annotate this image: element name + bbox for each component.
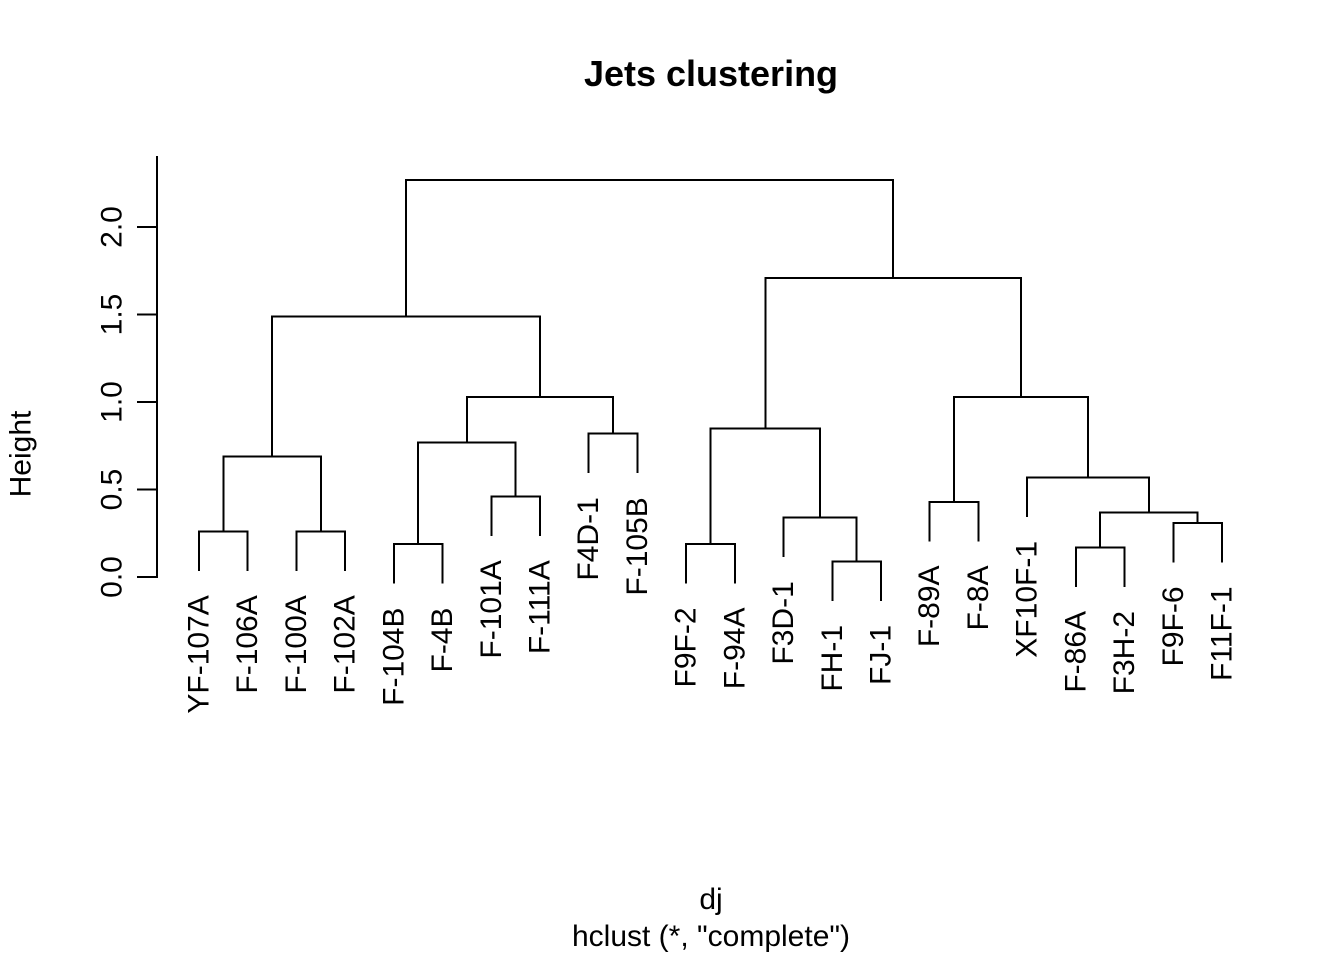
leaf-label-f-94a: F-94A: [718, 607, 751, 689]
leaf-label-f-89a: F-89A: [913, 565, 946, 647]
cluster-link: [1099, 511, 1199, 548]
xlab-line-method: hclust (*, "complete"): [571, 920, 851, 953]
leaf-label-fh-1: FH-1: [816, 625, 849, 692]
leaf-label-f-101a: F-101A: [475, 560, 508, 658]
cluster-link: [465, 395, 615, 443]
cluster-link: [587, 432, 639, 474]
x-axis-caption: dj hclust (*, "complete"): [157, 881, 1265, 955]
leaf-label-xf10f-1: XF10F-1: [1011, 541, 1044, 658]
cluster-link: [928, 500, 980, 542]
cluster-link: [490, 495, 541, 537]
leaf-label-f-104b: F-104B: [377, 607, 410, 705]
leaf-label-f-86a: F-86A: [1059, 611, 1092, 693]
leaf-label-f-105b: F-105B: [621, 497, 654, 595]
y-axis-title: Height: [5, 410, 38, 497]
leaf-label-f-102a: F-102A: [329, 595, 362, 693]
leaf-label-f3h-2: F3H-2: [1108, 611, 1141, 694]
chart-title: Jets clustering: [583, 53, 839, 94]
y-axis-tick-label: 0.0: [96, 556, 129, 598]
leaf-label-f9f-2: F9F-2: [670, 607, 703, 687]
leaf-label-f11f-1: F11F-1: [1205, 586, 1238, 680]
cluster-link: [1074, 546, 1126, 587]
leaf-label-fj-1: FJ-1: [864, 625, 897, 685]
xlab-line-variable: dj: [699, 883, 723, 916]
cluster-link: [685, 542, 736, 584]
leaf-label-f9f-6: F9F-6: [1157, 586, 1190, 666]
cluster-link: [222, 455, 322, 532]
cluster-link: [392, 542, 444, 584]
cluster-link: [1026, 476, 1150, 517]
leaf-label-f-8a: F-8A: [962, 565, 995, 630]
leaf-label-f-106a: F-106A: [231, 595, 264, 693]
cluster-link: [782, 516, 858, 562]
cluster-link: [1172, 521, 1223, 563]
leaf-label-yf-107a: YF-107A: [183, 595, 216, 713]
leaf-label-f4d-1: F4D-1: [572, 497, 605, 580]
y-axis-tick-label: 0.5: [96, 469, 129, 511]
y-axis-tick-label: 2.0: [96, 206, 129, 248]
leaf-label-f-4b: F-4B: [426, 607, 459, 672]
cluster-link: [295, 530, 347, 572]
leaf-label-f-100a: F-100A: [280, 595, 313, 693]
cluster-link: [405, 178, 895, 317]
cluster-link: [764, 276, 1023, 429]
cluster-link: [831, 560, 882, 601]
cluster-link: [198, 530, 249, 572]
cluster-link: [709, 427, 822, 544]
leaf-label-f3d-1: F3D-1: [767, 581, 800, 664]
cluster-link: [953, 395, 1090, 502]
y-axis-tick-label: 1.0: [96, 381, 129, 423]
y-axis-tick-label: 1.5: [96, 294, 129, 336]
leaf-label-f-111a: F-111A: [523, 560, 556, 654]
cluster-link: [271, 315, 541, 457]
cluster-link: [417, 441, 517, 544]
